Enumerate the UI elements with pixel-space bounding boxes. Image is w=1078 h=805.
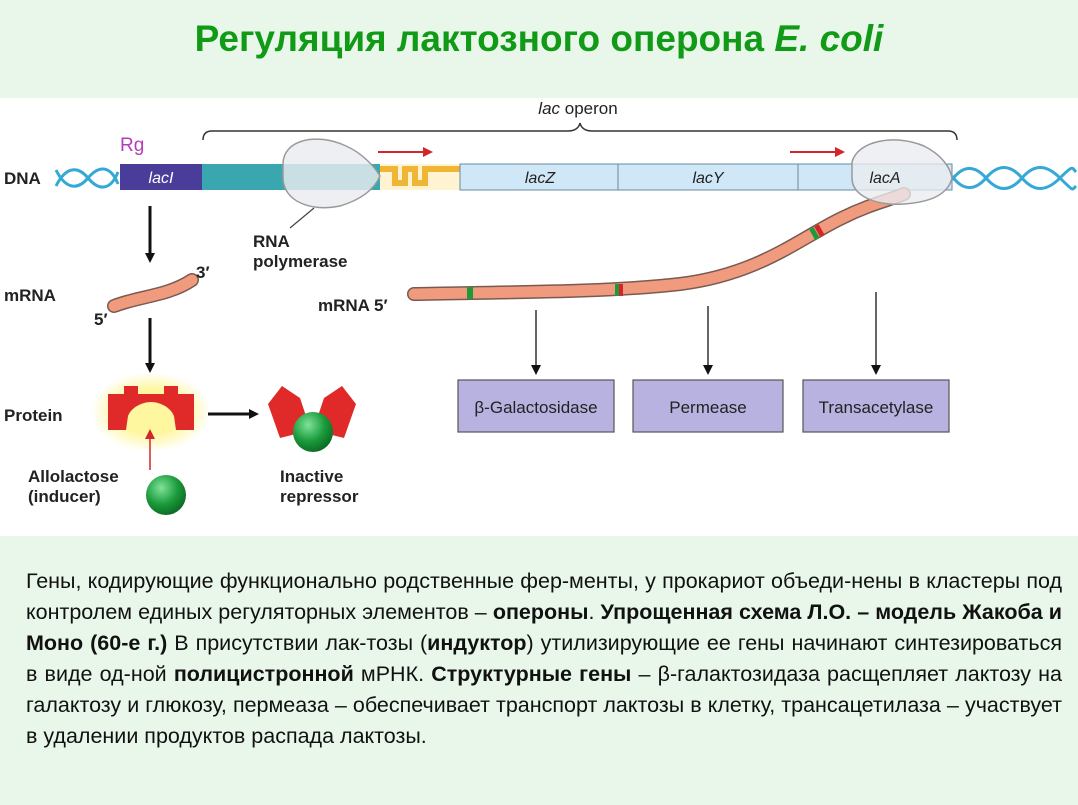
polycistronic-mrna (408, 188, 910, 300)
title-species: E. coli (774, 18, 884, 59)
repressor-glow (91, 372, 211, 452)
mrna-left (108, 274, 198, 312)
enzyme-box-transacetylase (802, 379, 950, 433)
lac-operon-diagram: lac operon DNA Rg lacI lacZ lacY RNA pol… (4, 99, 1078, 515)
mrna-marker-2b (619, 284, 623, 296)
dna-label: DNA (4, 169, 41, 188)
mrna-left-5prime: 5′ (94, 310, 108, 329)
rna-polymerase-label-2: polymerase (253, 252, 348, 271)
mrna-marker-3a (809, 227, 820, 241)
para-s2: . (588, 600, 601, 624)
repressor-protein (108, 386, 194, 430)
mrna-right-label: mRNA 5′ (318, 296, 388, 315)
enzyme-permease: Permease (669, 398, 746, 417)
title-band (0, 0, 1078, 98)
para-s6: – β-галактозидаза расщепляет лактозу на … (26, 662, 1062, 748)
operon-label: lac operon (538, 99, 617, 118)
lacy-label: lacY (692, 170, 724, 187)
allolactose-label-1: Allolactose (28, 467, 119, 486)
lac-operon-figure: lac operon DNA Rg lacI lacZ lacY RNA pol… (0, 98, 1078, 536)
rna-polymerase-pointer (289, 207, 315, 229)
para-s3: В присутствии лак-тозы ( (167, 631, 428, 655)
dna-helix-right (950, 166, 1078, 191)
mrna-marker-3b (814, 224, 825, 238)
para-polycistronic: полицистронной (173, 662, 354, 686)
operator-site (380, 166, 460, 186)
title-main: Регуляция лактозного оперона (194, 18, 775, 59)
enzyme-galactosidase: β-Galactosidase (474, 398, 597, 417)
description-paragraph: Гены, кодирующие функционально родственн… (26, 566, 1062, 752)
rna-polymerase-right (851, 139, 953, 205)
para-s4: ) утилизирующие ее гены начинают синтези… (26, 631, 1062, 686)
laci-label: lacI (149, 170, 174, 187)
operon-bracket (202, 122, 958, 141)
para-inductor: индуктор (427, 631, 527, 655)
bound-inducer (293, 412, 333, 452)
operon-label-rest: operon (560, 99, 618, 118)
mrna-left-3prime: 3′ (196, 263, 210, 282)
laca-label: lacA (869, 170, 900, 187)
para-s1: Гены, кодирующие функционально родственн… (26, 569, 1062, 624)
para-structural-genes: Структурные гены (431, 662, 632, 686)
rna-polymerase-label-1: RNA (253, 232, 290, 251)
enzyme-transacetylase: Transacetylase (819, 398, 934, 417)
inactive-label-2: repressor (280, 487, 359, 506)
enzyme-box-galactosidase (457, 379, 615, 433)
para-operons: опероны (492, 600, 589, 624)
enzyme-box-permease (632, 379, 784, 433)
operon-label-italic: lac (538, 99, 560, 118)
rg-label: Rg (120, 135, 144, 156)
lacy-gene (617, 163, 799, 191)
laci-gene (120, 164, 202, 190)
mrna-left-label: mRNA (4, 286, 56, 305)
polycistronic-mrna-outline (407, 187, 911, 301)
lacz-label: lacZ (525, 170, 556, 187)
mrna-marker-1 (467, 287, 473, 299)
protein-label: Protein (4, 406, 63, 425)
allolactose-inducer (146, 475, 186, 515)
dna-helix-left (54, 167, 120, 189)
para-s5: мРНК. (353, 662, 432, 686)
inactive-label-1: Inactive (280, 467, 343, 486)
page-title: Регуляция лактозного оперона E. coli (0, 18, 1078, 60)
para-model: Упрощенная схема Л.О. – модель Жакоба и … (26, 600, 1062, 655)
mrna-marker-2a (615, 284, 619, 296)
allolactose-label-2: (inducer) (28, 487, 101, 506)
rna-polymerase-left (282, 138, 381, 209)
description-band (0, 536, 1078, 805)
